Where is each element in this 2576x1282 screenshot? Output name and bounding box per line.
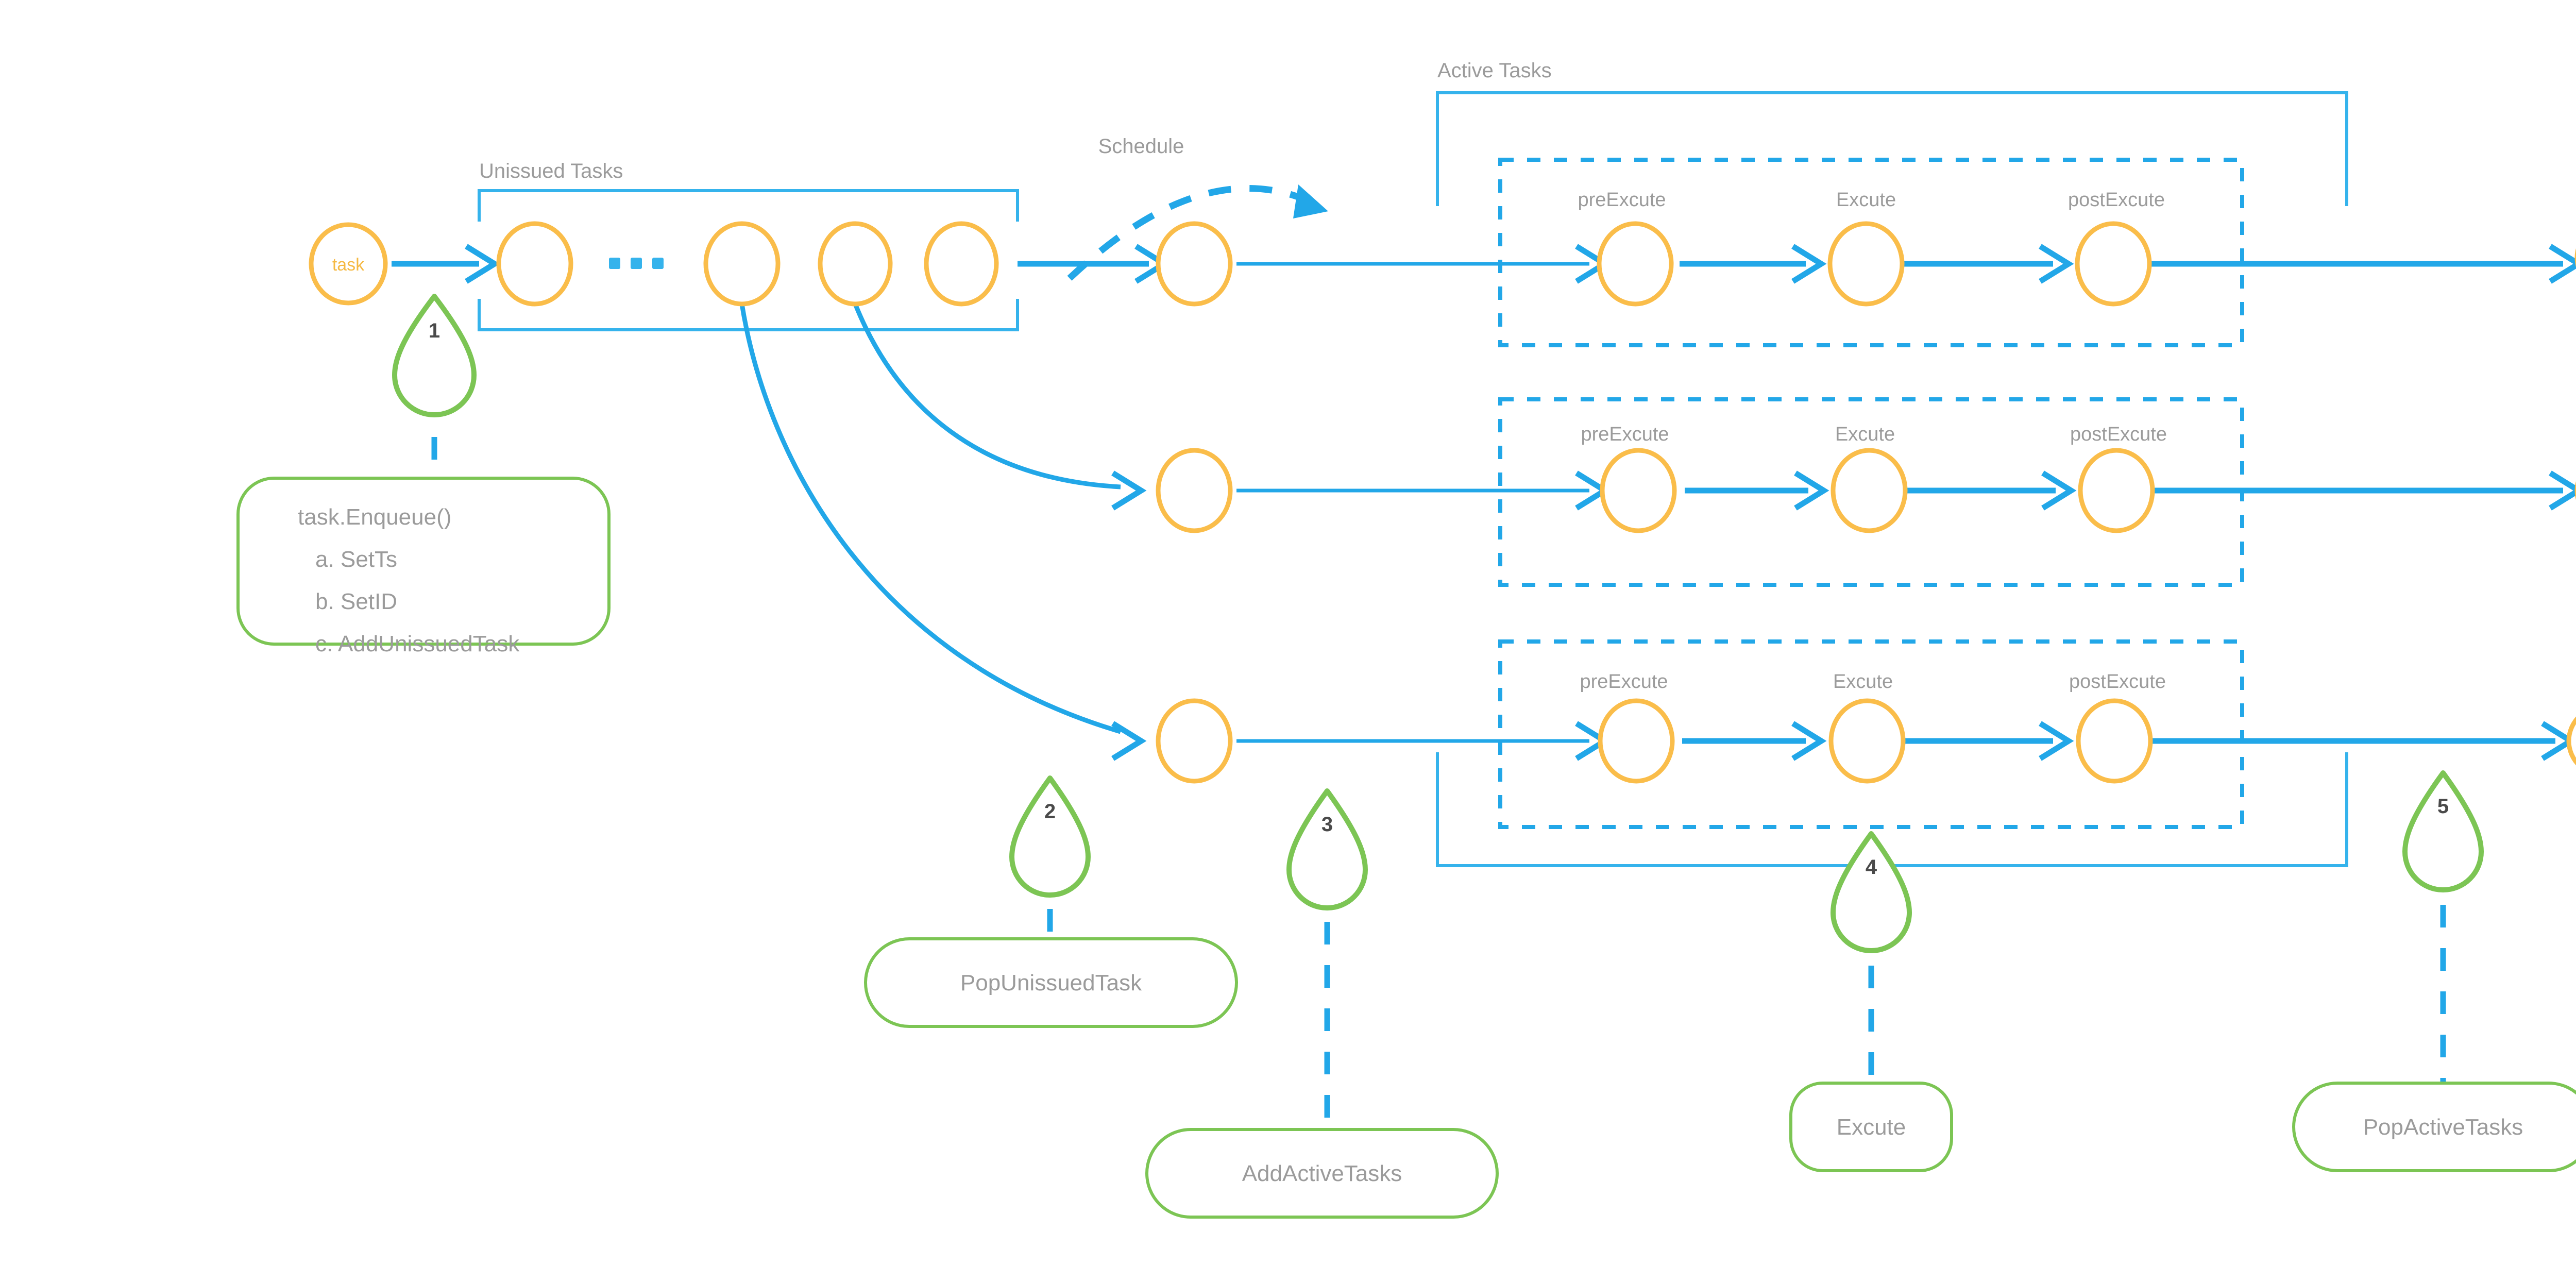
stage-label-row3-pre: preExcute (1580, 671, 1668, 693)
dots-separator (609, 258, 664, 269)
arrow-head-row2-end (2549, 470, 2576, 511)
callout-execute-label: Excute (1837, 1115, 1906, 1140)
node-row3-done[interactable] (2566, 705, 2576, 777)
node-dispatch-row3[interactable] (1156, 698, 1233, 784)
stage-label-row2-pre: preExcute (1581, 424, 1669, 445)
node-dispatch-row2[interactable] (1156, 448, 1233, 533)
callout-pop-unissued-label: PopUnissuedTask (960, 970, 1142, 996)
node-row3-preexcute[interactable] (1598, 698, 1675, 784)
schedule-arrow-head (1293, 184, 1328, 218)
marker-5-group[interactable]: 5 (2402, 770, 2484, 1093)
node-row3-postexcute[interactable] (2076, 698, 2153, 784)
curve-queue-to-row3 (739, 303, 1122, 734)
node-task[interactable] (309, 222, 388, 306)
callout-pop-active-label: PopActiveTasks (2363, 1115, 2523, 1140)
marker-5-label: 5 (2437, 795, 2449, 818)
node-row1-excute[interactable] (1827, 221, 1905, 307)
callout-execute[interactable]: Excute (1789, 1082, 1953, 1172)
callout-add-active-box[interactable] (1145, 1128, 1499, 1219)
unissued-tasks-label: Unissued Tasks (479, 160, 623, 182)
callout-pop-unissued[interactable]: PopUnissuedTask (864, 937, 1238, 1028)
stage-label-row2-exec: Excute (1835, 424, 1895, 445)
callout-enqueue-title: task.Enqueue() (298, 504, 451, 530)
stage-label-row1-post: postExcute (2068, 189, 2165, 211)
callout-add-active-label: AddActiveTasks (1242, 1161, 1402, 1186)
schedule-label: Schedule (1098, 135, 1184, 158)
marker-1-label: 1 (429, 319, 440, 342)
arrow-head-row1-end (2549, 244, 2576, 284)
callout-execute-box[interactable] (1789, 1082, 1953, 1172)
node-row2-preexcute[interactable] (1600, 448, 1677, 533)
marker-3-pin[interactable] (1286, 788, 1368, 910)
marker-5-pin[interactable] (2402, 770, 2484, 892)
arrow-head-curve-row2 (1111, 470, 1147, 511)
callout-enqueue-box[interactable] (236, 477, 611, 646)
marker-4-pin[interactable] (1831, 831, 1912, 953)
pipeline-box-row1 (1498, 158, 2244, 347)
node-task-label: task (332, 255, 365, 275)
marker-2-label: 2 (1044, 800, 1056, 823)
node-unissued-4[interactable] (924, 221, 999, 307)
arrow-head-row1-exec (1791, 244, 1827, 284)
marker-3-label: 3 (1321, 813, 1333, 836)
stage-label-row3-post: postExcute (2069, 671, 2166, 693)
marker-2-group[interactable]: 2 (1009, 775, 1091, 951)
node-row1-postexcute[interactable] (2075, 221, 2152, 307)
pipeline-box-row2 (1498, 397, 2244, 587)
callout-pop-active[interactable]: PopActiveTasks (2292, 1082, 2576, 1172)
callout-enqueue-step-c: c. AddUnissuedTask (315, 631, 520, 656)
pipeline-box-row3 (1498, 639, 2244, 829)
arrow-head-row2-post (2041, 470, 2077, 511)
marker-4-group[interactable]: 4 (1831, 831, 1912, 1093)
callout-enqueue[interactable]: task.Enqueue() a. SetTs b. SetID c. AddU… (236, 477, 611, 656)
arrow-head-row2-exec (1794, 470, 1829, 511)
arrow-head-row3-post (2039, 721, 2074, 761)
node-unissued-1[interactable] (496, 221, 573, 307)
node-dispatch-row1[interactable] (1156, 221, 1233, 307)
marker-1-group[interactable]: 1 (392, 294, 477, 479)
arrow-head-queue-entry (465, 244, 500, 284)
marker-4-label: 4 (1866, 856, 1877, 879)
node-row3-excute[interactable] (1828, 698, 1906, 784)
callout-enqueue-step-b: b. SetID (315, 589, 397, 614)
schedule-arrow (1067, 184, 1328, 281)
curve-queue-to-row2 (853, 303, 1121, 490)
node-row2-postexcute[interactable] (2078, 448, 2155, 533)
node-unissued-3[interactable] (818, 221, 893, 307)
callout-pop-active-box[interactable] (2292, 1082, 2576, 1172)
node-row2-excute[interactable] (1831, 448, 1908, 533)
stage-label-row1-exec: Excute (1836, 189, 1896, 211)
stage-label-row1-pre: preExcute (1578, 189, 1666, 211)
arrow-head-row3-exec (1791, 721, 1827, 761)
callout-add-active[interactable]: AddActiveTasks (1145, 1128, 1499, 1219)
stage-label-row2-post: postExcute (2070, 424, 2167, 445)
arrow-head-curve-row3 (1111, 721, 1147, 761)
active-tasks-label: Active Tasks (1437, 59, 1552, 82)
stage-label-row3-exec: Excute (1833, 671, 1893, 693)
marker-1-pin[interactable] (392, 294, 477, 417)
callout-pop-unissued-box[interactable] (864, 937, 1238, 1028)
arrow-head-row1-post (2039, 244, 2074, 284)
marker-2-pin[interactable] (1009, 775, 1091, 898)
marker-3-group[interactable]: 3 (1286, 788, 1368, 1139)
node-row1-preexcute[interactable] (1597, 221, 1674, 307)
node-unissued-2[interactable] (703, 221, 781, 307)
callout-enqueue-step-a: a. SetTs (315, 547, 397, 572)
